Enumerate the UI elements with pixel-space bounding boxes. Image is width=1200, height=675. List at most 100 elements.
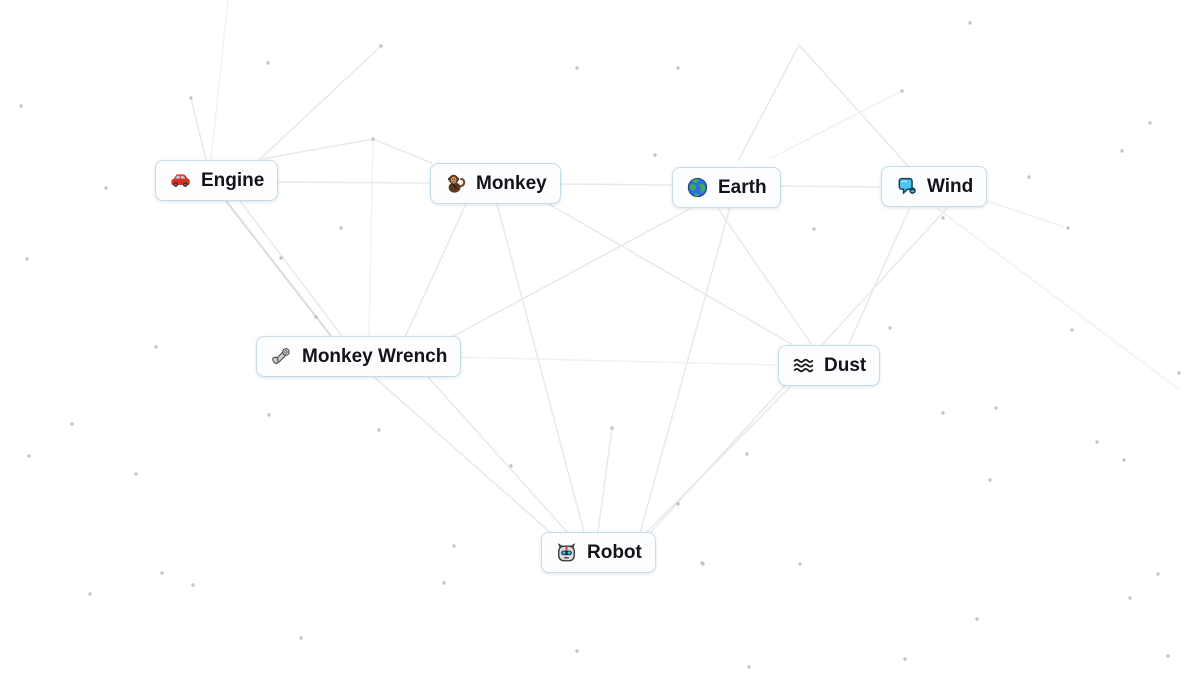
background-speck-dot [888, 326, 892, 330]
background-speck-dot [452, 544, 456, 548]
background-speck-dot [509, 464, 513, 468]
background-speck-dot [27, 454, 31, 458]
craft-connection-line [261, 138, 374, 160]
element-card-wind[interactable]: Wind [881, 166, 988, 207]
car-icon [169, 169, 192, 192]
element-card-label: Earth [718, 177, 767, 198]
element-card-monkey[interactable]: Monkey [430, 163, 561, 204]
background-speck-dot [160, 571, 164, 575]
background-speck-dot [975, 617, 979, 621]
element-card-label: Robot [587, 542, 642, 563]
background-speck-dot [1156, 572, 1160, 576]
background-speck-dot [299, 636, 303, 640]
craft-connection-line [258, 45, 382, 161]
wrench-icon [270, 345, 293, 368]
craft-connection-line [372, 138, 433, 164]
background-speck-dot [1177, 371, 1181, 375]
background-speck-dot [653, 153, 657, 157]
background-speck-dot [314, 315, 318, 319]
element-card-label: Wind [927, 176, 974, 197]
craft-connection-line [548, 203, 794, 346]
craft-connection-line [936, 207, 1181, 391]
background-speck-dot [189, 96, 193, 100]
background-speck-dot [1120, 149, 1124, 153]
background-speck-dot [994, 406, 998, 410]
background-speck-dot [798, 562, 802, 566]
background-speck-dot [154, 345, 158, 349]
craft-connection-line [848, 206, 911, 345]
craft-connection-line [645, 386, 791, 534]
background-speck-dot [1066, 226, 1070, 230]
background-speck-dot [70, 422, 74, 426]
robot-icon [555, 541, 578, 564]
craft-connection-line [737, 44, 800, 162]
element-card-robot[interactable]: Robot [541, 532, 656, 573]
element-card-label: Dust [824, 355, 867, 376]
element-card-engine[interactable]: Engine [155, 160, 279, 201]
craft-connection-line [775, 185, 883, 188]
craft-connection-line [271, 181, 431, 184]
background-speck-dot [267, 413, 271, 417]
element-card-label: Monkey [476, 173, 547, 194]
background-speck-dot [1070, 328, 1074, 332]
background-speck-dot [134, 472, 138, 476]
element-card-earth[interactable]: Earth [672, 167, 781, 208]
background-speck-dot [988, 478, 992, 482]
element-card-label: Monkey Wrench [302, 346, 448, 367]
craft-connection-line [404, 203, 467, 338]
background-speck-dot [371, 137, 375, 141]
background-speck-dot [1027, 175, 1031, 179]
craft-connection-line [451, 356, 779, 366]
background-speck-dot [279, 256, 283, 260]
background-speck-dot [377, 428, 381, 432]
background-speck-dot [812, 227, 816, 231]
background-speck-dot [88, 592, 92, 596]
background-speck-dot [1122, 458, 1126, 462]
background-speck-dot [339, 226, 343, 230]
craft-connection-line [190, 97, 207, 161]
craft-connection-line [716, 206, 813, 346]
background-speck-dot [941, 216, 945, 220]
element-card-label: Engine [201, 170, 265, 191]
background-speck-dot [25, 257, 29, 261]
earth-globe-icon [686, 176, 709, 199]
craft-connection-line [768, 90, 903, 160]
background-speck-dot [191, 583, 195, 587]
wind-icon [895, 175, 918, 198]
background-speck-dot [745, 452, 749, 456]
craft-connection-line [368, 138, 374, 337]
element-card-monkey-wrench[interactable]: Monkey Wrench [256, 336, 462, 377]
element-card-dust[interactable]: Dust [778, 345, 881, 386]
background-speck-dot [104, 186, 108, 190]
background-speck-dot [442, 581, 446, 585]
craft-connection-line [496, 203, 585, 533]
craft-connection-line [449, 206, 694, 339]
background-speck-dot [575, 649, 579, 653]
background-speck-dot [676, 66, 680, 70]
background-speck-dot [1128, 596, 1132, 600]
monkey-icon [444, 172, 467, 195]
craft-connection-line [210, 0, 229, 161]
craft-connection-line [597, 427, 613, 533]
craft-connection-line [225, 200, 332, 337]
craft-connection-line [239, 200, 343, 337]
background-speck-dot [379, 44, 383, 48]
craft-connection-line [556, 183, 673, 186]
background-speck-dot [610, 426, 614, 430]
background-speck-dot [19, 104, 23, 108]
background-speck-dot [1095, 440, 1099, 444]
background-speck-dot [747, 665, 751, 669]
background-speck-dot [1166, 654, 1170, 658]
craft-connection-line [639, 206, 731, 534]
background-speck-dot [903, 657, 907, 661]
craft-connection-line [373, 376, 552, 534]
craft-connection-line [983, 199, 1065, 228]
background-speck-dot [575, 66, 579, 70]
background-speck-dot [266, 61, 270, 65]
background-speck-dot [900, 89, 904, 93]
background-speck-dot [701, 562, 705, 566]
background-speck-dot [968, 21, 972, 25]
craft-connection-line [427, 376, 569, 534]
background-speck-dot [1148, 121, 1152, 125]
